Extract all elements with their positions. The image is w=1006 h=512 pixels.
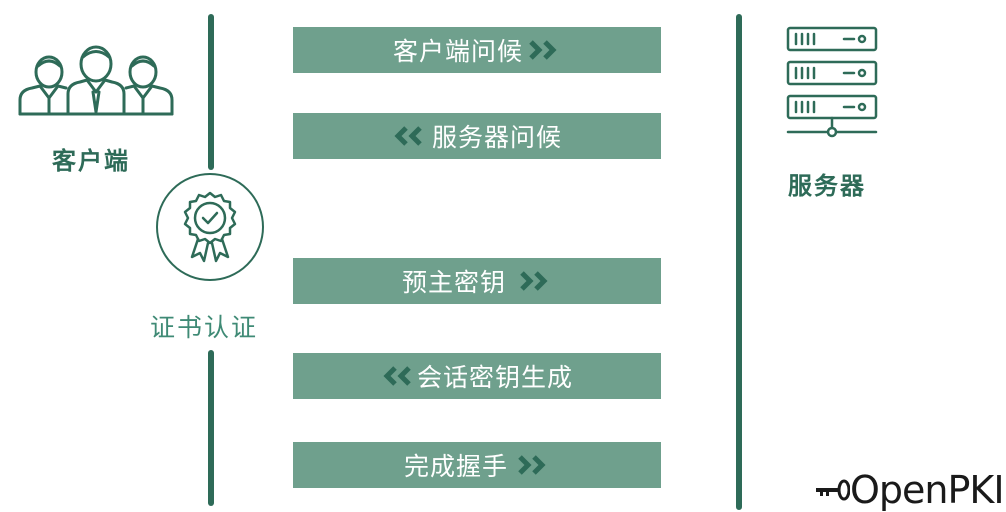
client-timeline-upper xyxy=(208,14,214,170)
logo-text: OpenPKI xyxy=(850,468,1005,512)
chevron-right-icon xyxy=(518,455,550,475)
client-label: 客户端 xyxy=(52,147,130,175)
step-handshake-complete: 完成握手 xyxy=(293,442,661,488)
step-label: 会话密钥生成 xyxy=(416,363,573,392)
step-label: 客户端问候 xyxy=(392,37,523,66)
chevron-left-icon xyxy=(381,366,413,386)
step-label: 完成握手 xyxy=(403,452,508,481)
key-icon xyxy=(816,479,850,501)
step-label: 预主密钥 xyxy=(401,268,506,297)
certificate-label: 证书认证 xyxy=(150,313,259,342)
client-group-icon xyxy=(16,42,176,118)
chevron-right-icon xyxy=(520,271,552,291)
step-premaster-key: 预主密钥 xyxy=(293,258,661,304)
certificate-circle xyxy=(156,173,264,281)
step-label: 服务器问候 xyxy=(431,123,562,152)
chevron-right-icon xyxy=(529,40,561,60)
openpki-logo: OpenPKI xyxy=(816,468,1005,512)
server-timeline xyxy=(736,14,742,510)
chevron-left-icon xyxy=(392,126,424,146)
certificate-badge-icon xyxy=(183,191,237,263)
step-session-key: 会话密钥生成 xyxy=(293,353,661,399)
client-timeline-lower xyxy=(208,350,214,506)
server-label: 服务器 xyxy=(788,172,866,200)
server-rack-icon xyxy=(782,24,882,142)
step-client-hello: 客户端问候 xyxy=(293,27,661,73)
step-server-hello: 服务器问候 xyxy=(293,113,661,159)
